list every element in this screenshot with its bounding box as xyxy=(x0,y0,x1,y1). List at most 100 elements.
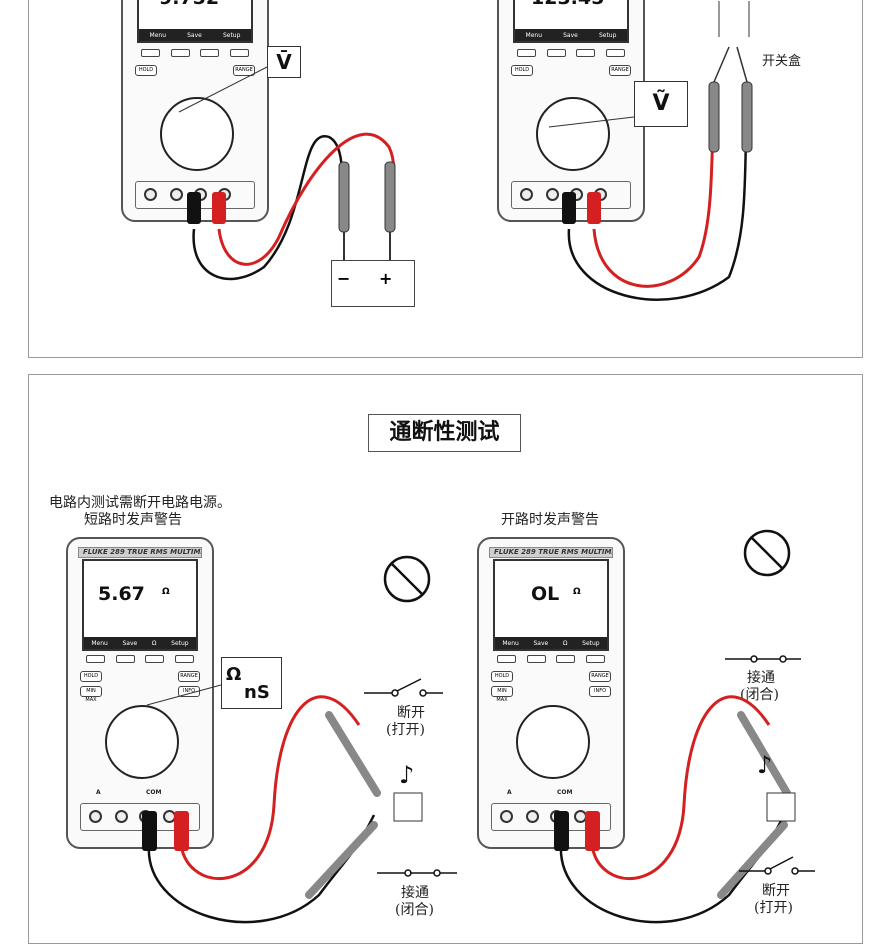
jack-label-com: COM xyxy=(557,789,573,796)
sound-icon: ♪ xyxy=(399,761,414,789)
battery-negative-label: − xyxy=(337,269,351,288)
black-probe xyxy=(741,81,753,153)
meter-brand: FLUKE 289 TRUE RMS MULTIMETER xyxy=(78,547,202,558)
rotary-dial xyxy=(160,97,234,171)
range-key[interactable]: RANGE xyxy=(178,671,200,682)
save-softkey[interactable]: Save xyxy=(533,639,549,647)
red-probe xyxy=(708,81,720,153)
jack-ma xyxy=(170,188,183,201)
bottom-wiring: ♪ ♪ xyxy=(142,529,815,924)
ac-volt-callout: Ṽ xyxy=(634,81,688,127)
switch-box-lead xyxy=(736,46,748,83)
meter-screen: OL Ω Menu Save Ω Setup xyxy=(493,559,609,651)
black-probe xyxy=(338,161,350,233)
red-lead xyxy=(590,695,771,880)
menu-softkey[interactable]: Menu xyxy=(91,639,108,647)
rotary-dial xyxy=(536,97,610,171)
ohm-ns-callout: Ω nS xyxy=(221,657,282,709)
black-plug xyxy=(142,811,157,851)
function-keys xyxy=(86,655,194,663)
callout-pointer xyxy=(146,684,222,706)
top-wiring xyxy=(178,1,753,301)
function-keys xyxy=(497,655,605,663)
meter-screen: 5.67 Ω Menu Save Ω Setup xyxy=(82,559,198,651)
hold-key: HOLD xyxy=(135,65,157,76)
jack-a xyxy=(520,188,533,201)
ohm-softkey[interactable]: Ω xyxy=(562,639,568,647)
black-plug xyxy=(554,811,569,851)
closed-label-line2: (闭合) xyxy=(395,902,434,918)
multimeter-continuity-short: FLUKE 289 TRUE RMS MULTIMETER 5.67 Ω Men… xyxy=(66,537,214,849)
bottom-panel: 通断性测试 电路内测试需断开电路电源。 短路时发声警告 开路时发声警告 FLUK… xyxy=(28,374,863,944)
closed-switch-symbol xyxy=(725,655,801,663)
switch-box-label: 开关盒 xyxy=(762,54,802,69)
red-probe xyxy=(737,711,791,797)
toggle-switch xyxy=(766,792,796,822)
setup-softkey[interactable]: Setup xyxy=(582,639,600,647)
function-keys xyxy=(141,49,249,57)
info-key[interactable]: INFO xyxy=(589,686,611,697)
minmax-key[interactable]: MIN MAX xyxy=(80,686,102,703)
info-key[interactable]: INFO xyxy=(178,686,200,697)
range-key[interactable]: RANGE xyxy=(589,671,611,682)
toggle-switch xyxy=(393,792,423,822)
dc-volt-callout: V̄ xyxy=(267,46,301,78)
black-plug xyxy=(187,192,201,224)
closed-label-line1: 接通 xyxy=(747,670,775,686)
black-plug xyxy=(562,192,576,224)
red-lead xyxy=(592,96,716,288)
red-probe xyxy=(384,161,396,233)
jack-ma xyxy=(526,810,539,823)
jack-label-a: A xyxy=(96,789,101,796)
closed-switch-symbol xyxy=(377,869,457,877)
meter-reading: 5.67 xyxy=(98,583,145,605)
meter-menu-bar: Menu Save Ω Setup xyxy=(495,637,607,649)
ns-symbol: nS xyxy=(244,682,270,703)
red-lead xyxy=(179,695,361,880)
red-lead xyxy=(217,132,396,266)
meter-menu-bar: Menu Save Ω Setup xyxy=(84,637,196,649)
function-keys xyxy=(517,49,625,57)
open-switch-symbol xyxy=(739,856,815,875)
red-probe xyxy=(325,711,381,797)
red-plug xyxy=(587,192,601,224)
jack-label-com: COM xyxy=(146,789,162,796)
right-caption: 开路时发声警告 xyxy=(501,512,599,528)
hold-key[interactable]: HOLD xyxy=(491,671,513,682)
hold-key[interactable]: HOLD xyxy=(80,671,102,682)
rotary-dial[interactable] xyxy=(516,705,590,779)
minmax-key[interactable]: MIN MAX xyxy=(491,686,513,703)
battery-positive-label: + xyxy=(379,269,393,288)
jack-ma xyxy=(115,810,128,823)
ohm-symbol: Ω xyxy=(226,664,242,685)
section-title: 通断性测试 xyxy=(368,414,521,452)
black-probe xyxy=(305,821,378,899)
jack-ma xyxy=(546,188,559,201)
jack-a xyxy=(89,810,102,823)
black-lead xyxy=(567,96,749,301)
rotary-dial[interactable] xyxy=(105,705,179,779)
red-plug xyxy=(212,192,226,224)
switch-box-lead xyxy=(713,46,730,83)
open-label-line2: (打开) xyxy=(754,900,793,916)
save-softkey[interactable]: Save xyxy=(122,639,138,647)
battery xyxy=(331,260,415,307)
red-plug xyxy=(585,811,600,851)
open-label-line1: 断开 xyxy=(762,883,790,899)
closed-label-line1: 接通 xyxy=(401,885,429,901)
ohm-softkey[interactable]: Ω xyxy=(151,639,157,647)
menu-softkey[interactable]: Menu xyxy=(502,639,519,647)
sound-icon: ♪ xyxy=(757,751,772,779)
left-caption-line2: 短路时发声警告 xyxy=(84,512,182,528)
open-switch-symbol xyxy=(364,678,443,697)
jack-a xyxy=(144,188,157,201)
jack-label-a: A xyxy=(507,789,512,796)
meter-reading-unit: Ω xyxy=(573,587,581,597)
setup-softkey[interactable]: Setup xyxy=(171,639,189,647)
